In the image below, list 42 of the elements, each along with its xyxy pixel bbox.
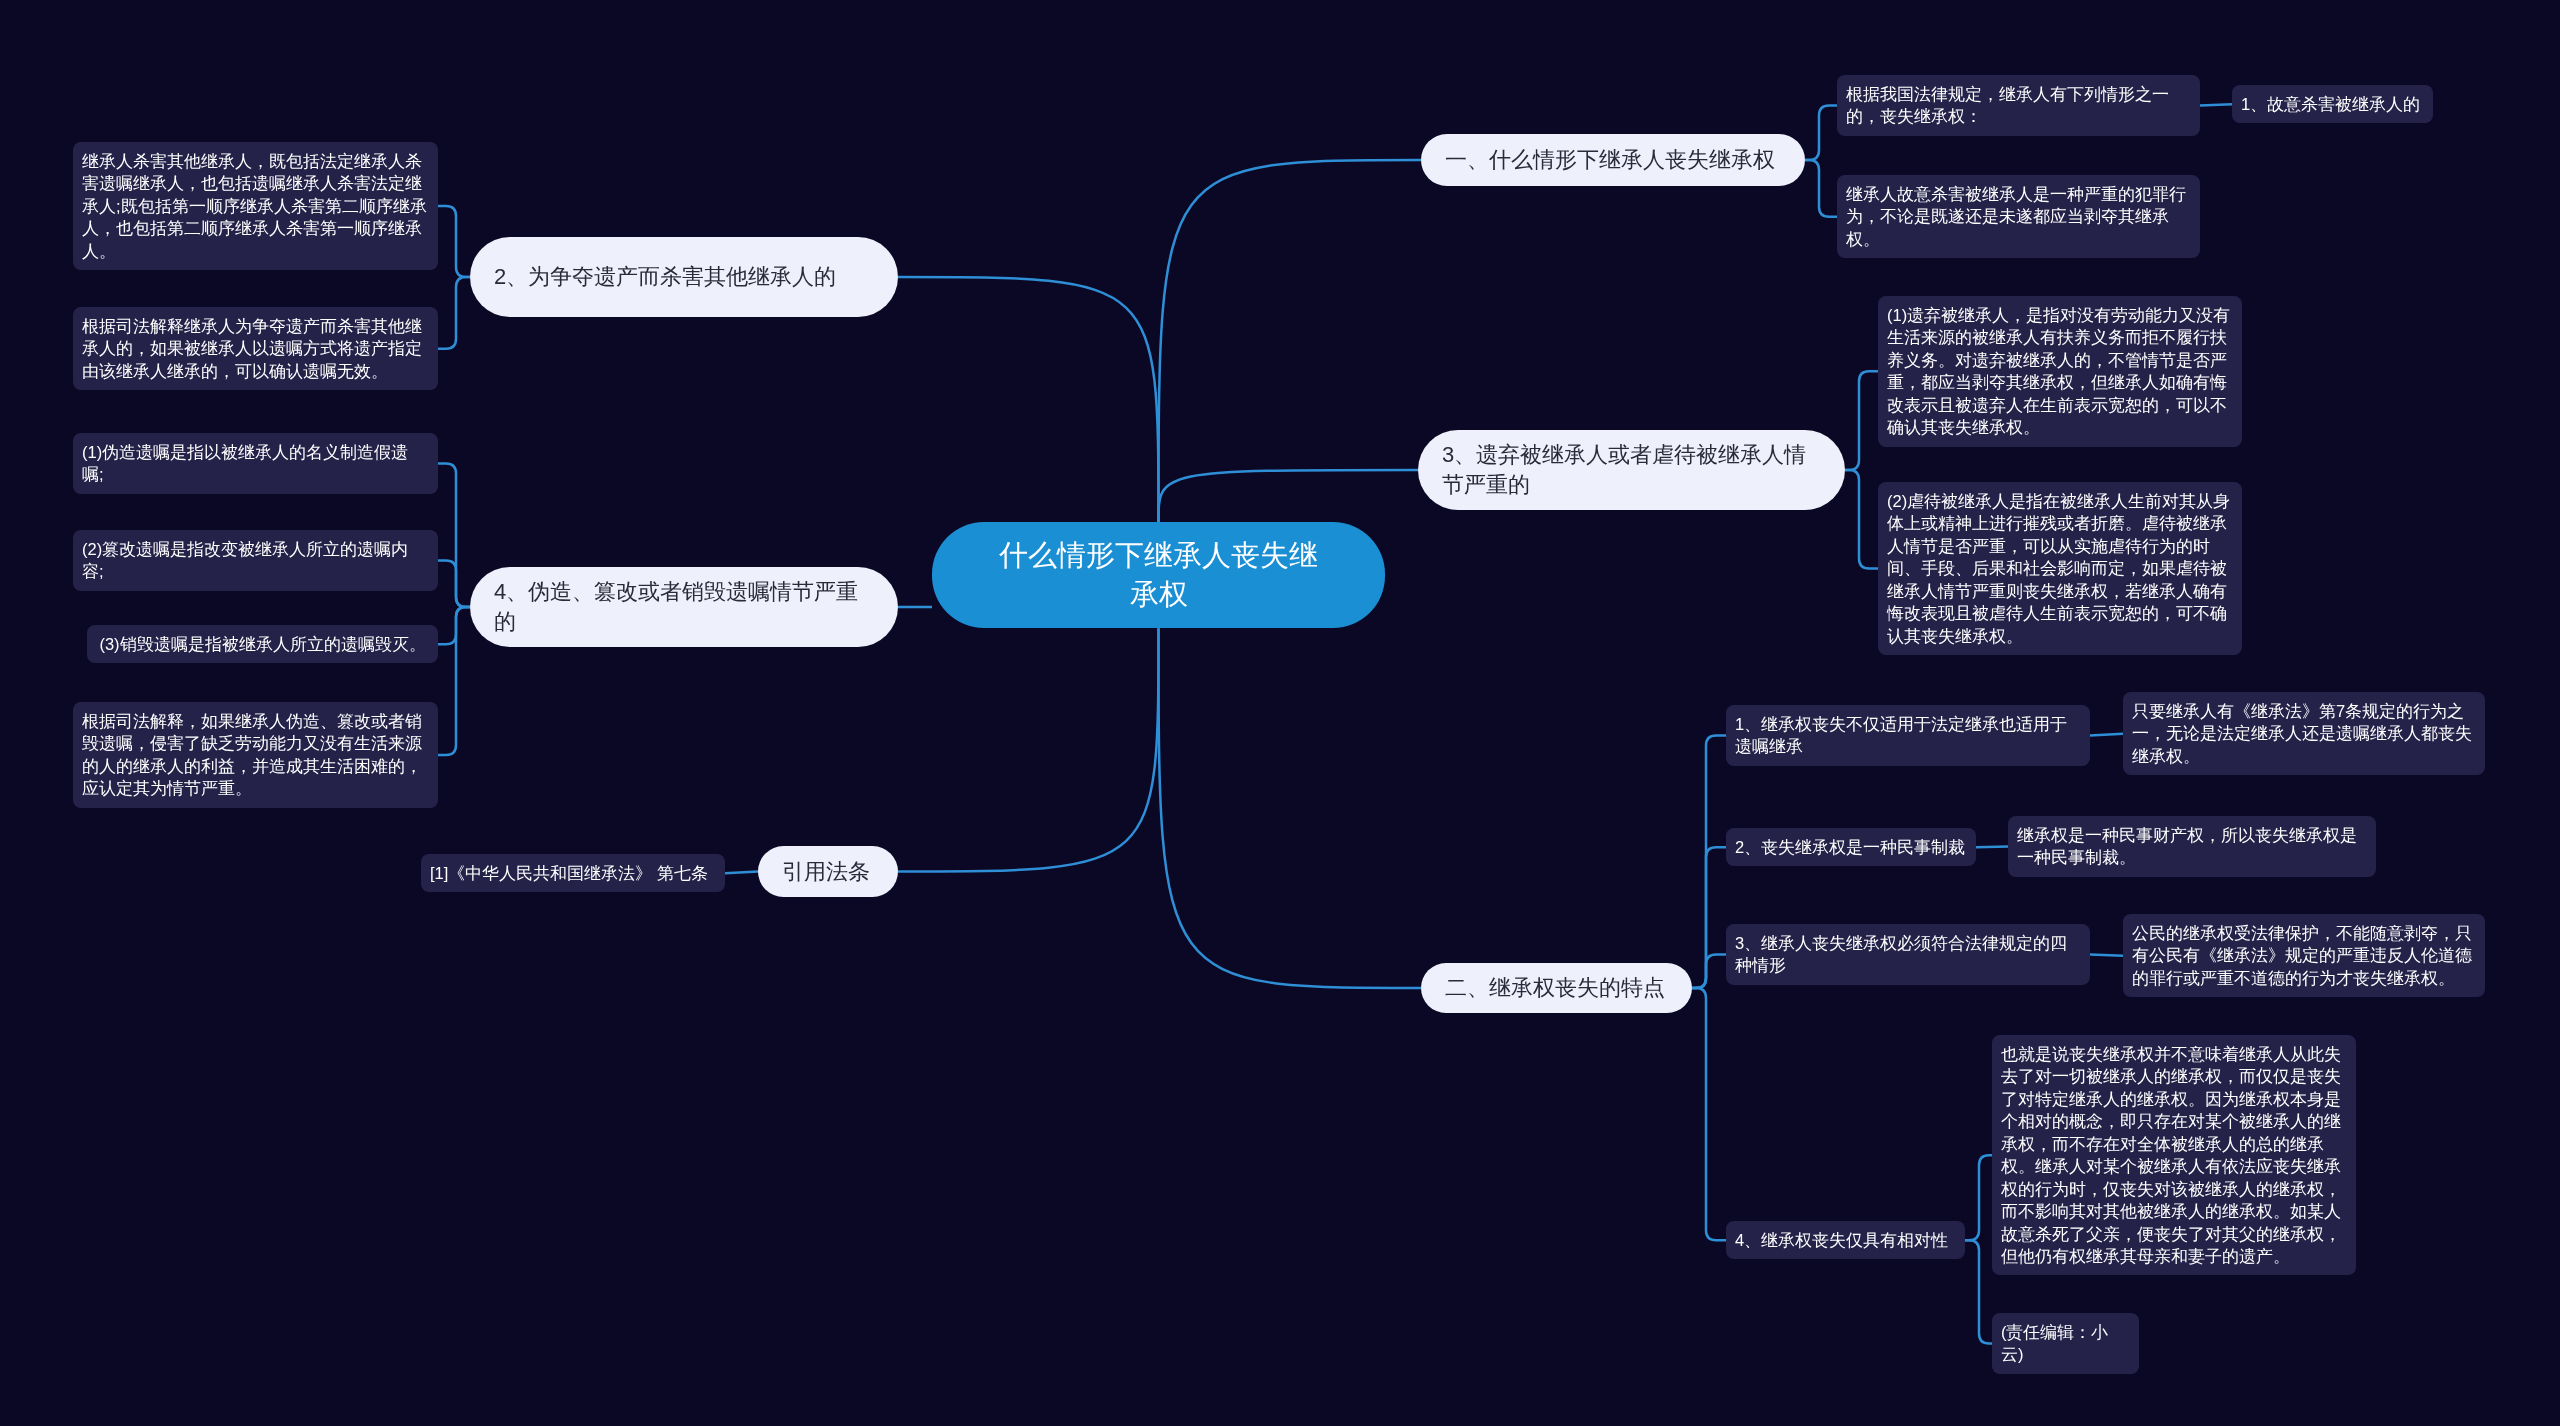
note-box: (责任编辑：小云) — [1992, 1313, 2139, 1374]
connector-line — [898, 275, 1160, 522]
note-box: 1、继承权丧失不仅适用于法定继承也适用于遗嘱继承 — [1726, 705, 2090, 766]
topic-pill: 4、伪造、篡改或者销毁遗嘱情节严重的 — [470, 567, 898, 647]
connector-line — [1692, 986, 1726, 1242]
connector-line — [898, 605, 932, 609]
note-box: [1]《中华人民共和国继承法》 第七条 — [421, 854, 725, 893]
note-box: (1)遗弃被继承人，是指对没有劳动能力又没有生活来源的被继承人有扶养义务而拒不履行扶养义务。对遗弃被继承人的，不管情节是否严重，都应当剥夺其继承权，但继承人如确有悔改表示且被遗弃人在生前表示宽恕的，可以不确认其丧失继承权。 — [1878, 296, 2242, 447]
note-box: 只要继承人有《继承法》第7条规定的行为之一，无论是法定继承人还是遗嘱继承人都丧失继承权。 — [2123, 692, 2485, 776]
connector-line — [2089, 953, 2124, 957]
connector-line — [1845, 468, 1878, 570]
connector-line — [1965, 1238, 1992, 1345]
note-box: 也就是说丧失继承权并不意味着继承人从此失去了对一切被继承人的继承权，而仅仅是丧失了对特定继承人的继承权。因为继承权本身是个相对的概念，即只存在对某个被继承人的继承权，而不存在对全体被继承人的总的继承权。继承人对某个被继承人有依法应丧失继承权的行为时，仅丧失对该被继承人的继承权，而不影响其对其他被继承人的继承权。如某人故意杀死了父亲，便丧失了对其父的继承权，但他仍有权继承其母亲和妻子的遗产。 — [1992, 1035, 2356, 1276]
note-box: 1、故意杀害被继承人的 — [2232, 85, 2433, 124]
topic-pill: 3、遗弃被继承人或者虐待被继承人情节严重的 — [1418, 430, 1845, 510]
note-box: 继承人故意杀害被继承人是一种严重的犯罪行为，不论是既遂还是未遂都应当剥夺其继承权。 — [1837, 175, 2200, 259]
connector-line — [898, 628, 1160, 873]
topic-pill: 2、为争夺遗产而杀害其他继承人的 — [470, 237, 898, 317]
note-box: 4、继承权丧失仅具有相对性 — [1726, 1221, 1965, 1260]
central-topic: 什么情形下继承人丧失继承权 — [932, 522, 1385, 629]
topic-pill: 一、什么情形下继承人丧失继承权 — [1421, 134, 1805, 186]
connector-line — [724, 870, 759, 875]
note-box: 继承权是一种民事财产权，所以丧失继承权是一种民事制裁。 — [2008, 816, 2376, 877]
connector-line — [438, 275, 470, 350]
topic-pill: 引用法条 — [758, 846, 898, 897]
note-box: 继承人杀害其他继承人，既包括法定继承人杀害遗嘱继承人，也包括遗嘱继承人杀害法定继承人;既包括第一顺序继承人杀害第二顺序继承人，也包括第二顺序继承人杀害第一顺序继承人。 — [73, 142, 438, 271]
note-box: (2)篡改遗嘱是指改变被继承人所立的遗嘱内容; — [73, 530, 438, 591]
note-box: 根据司法解释，如果继承人伪造、篡改或者销毁遗嘱，侵害了缺乏劳动能力又没有生活来源的人的继承人的利益，并造成其生活困难的，应认定其为情节严重。 — [73, 702, 438, 808]
connector-line — [1975, 845, 2009, 849]
note-box: 2、丧失继承权是一种民事制裁 — [1726, 828, 1976, 867]
note-box: (1)伪造遗嘱是指以被继承人的名义制造假遗嘱; — [73, 433, 438, 494]
note-box: 根据司法解释继承人为争夺遗产而杀害其他继承人的，如果被继承人以遗嘱方式将遗产指定由该继承人继承的，可以确认遗嘱无效。 — [73, 307, 438, 391]
note-box: 根据我国法律规定，继承人有下列情形之一的，丧失继承权： — [1837, 75, 2200, 136]
note-box: (2)虐待被继承人是指在被继承人生前对其从身体上或精神上进行摧残或者折磨。虐待被继承人情节是否严重，可以从实施虐待行为的时间、手段、后果和社会影响而定，如果虐待被继承人情节严重则丧失继承权，若继承人确有悔改表现且被虐待人生前表示宽恕的，可不确认其丧失继承权。 — [1878, 482, 2242, 656]
note-box: (3)销毁遗嘱是指被继承人所立的遗嘱毁灭。 — [87, 625, 438, 664]
note-box: 3、继承人丧失继承权必须符合法律规定的四种情形 — [1726, 924, 2090, 985]
connector-line — [1805, 158, 1837, 218]
topic-pill: 二、继承权丧失的特点 — [1421, 963, 1692, 1013]
note-box: 公民的继承权受法律保护，不能随意剥夺，只有公民有《继承法》规定的严重违反人伦道德的罪行或严重不道德的行为才丧失继承权。 — [2123, 914, 2485, 998]
connector-line — [2089, 732, 2124, 737]
connector-line — [438, 605, 470, 757]
connector-line — [2199, 102, 2233, 107]
